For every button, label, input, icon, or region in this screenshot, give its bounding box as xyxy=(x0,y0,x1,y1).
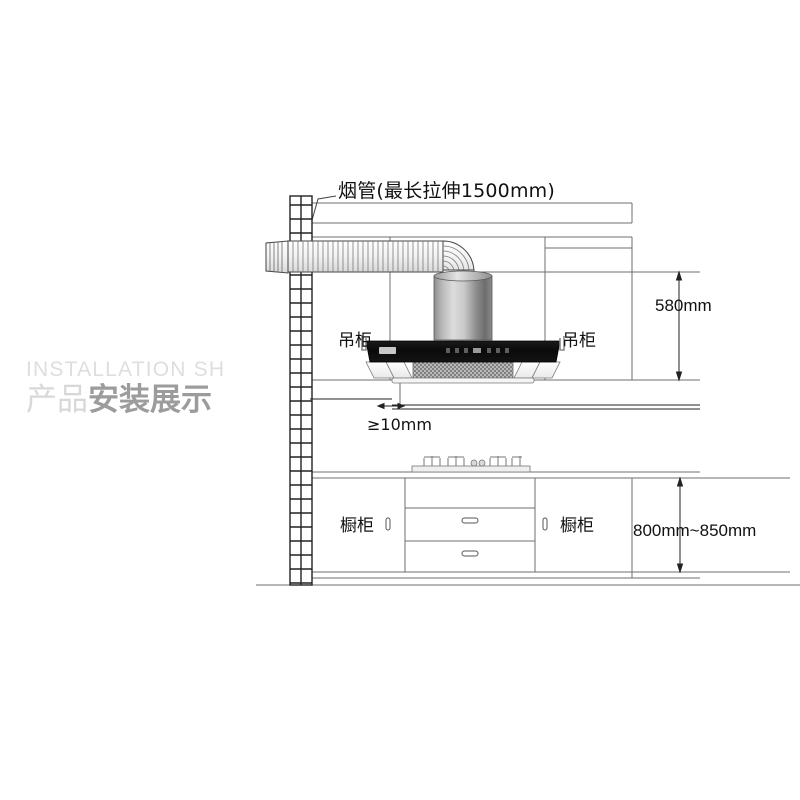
grease-filter xyxy=(412,361,514,380)
dimension-800-850 xyxy=(632,476,790,574)
cabinet-door-handle-right xyxy=(542,517,548,531)
clearance-label: ≥10mm xyxy=(367,415,432,434)
clearance-marker xyxy=(310,398,700,410)
base-cabinet-drawers xyxy=(405,507,535,542)
base-cabinet-left-label: 橱柜 xyxy=(340,516,374,536)
hanging-cabinet-left-label: 吊柜 xyxy=(338,331,372,351)
brand-logo xyxy=(379,347,396,354)
duct-title-label: 烟管(最长拉伸1500mm) xyxy=(338,180,555,202)
mount-hook-right xyxy=(559,336,565,351)
ceiling xyxy=(310,202,633,224)
dimension-580 xyxy=(632,270,700,382)
drawer-handle-lower xyxy=(461,550,479,557)
dimension-800-850-label: 800mm~850mm xyxy=(633,521,757,540)
hanging-cabinet-right-label: 吊柜 xyxy=(562,331,596,351)
mount-hook-left xyxy=(361,336,367,351)
flexible-duct xyxy=(265,240,475,279)
control-buttons xyxy=(446,348,509,353)
base-cabinet-right-label: 橱柜 xyxy=(560,516,594,536)
control-panel xyxy=(365,340,561,363)
range-hood xyxy=(361,270,565,405)
dimension-580-label: 580mm xyxy=(655,296,712,315)
gas-cooktop xyxy=(411,456,531,473)
cabinet-door-handle-left xyxy=(385,517,391,531)
wall xyxy=(289,195,313,586)
drawer-handle-upper xyxy=(461,517,479,524)
